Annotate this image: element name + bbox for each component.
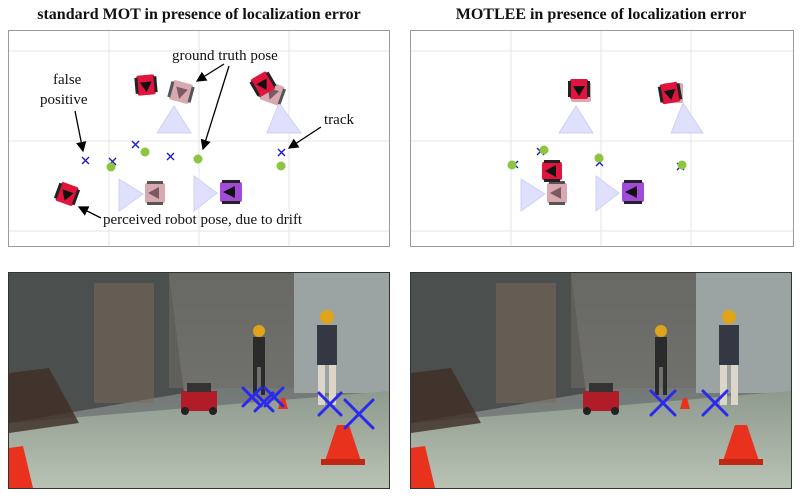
track-dot [539, 145, 549, 155]
track-dot [193, 154, 203, 164]
detection-x-marker [649, 389, 677, 417]
fov-cone [670, 101, 704, 134]
label-perceived-pose: perceived robot pose, due to drift [103, 212, 303, 228]
camera-scene-right [411, 273, 791, 488]
arrow-ground-truth-2 [200, 65, 230, 151]
perceived-robot [657, 81, 683, 105]
traffic-cone [680, 398, 690, 409]
traffic-cone [411, 446, 435, 488]
label-track: track [324, 112, 354, 128]
tracks [106, 147, 286, 172]
fov-cone [193, 175, 218, 213]
person [719, 310, 739, 405]
traffic-cone [9, 446, 33, 488]
perceived-robot [542, 160, 562, 182]
panel-title-right: MOTLEE in presence of localization error [455, 6, 747, 23]
arrow-perceived-pose [77, 206, 102, 219]
label-ground-truth-pose: ground truth pose [172, 48, 278, 64]
tracks [507, 145, 687, 170]
ground-truth-robot [547, 181, 567, 205]
traffic-cone [278, 398, 288, 409]
fov-cone [156, 105, 192, 134]
fov-cone [558, 105, 594, 134]
detection-x-marker [343, 398, 375, 430]
arrow-false-positive [74, 110, 87, 153]
label-false-positive-line2: positive [40, 92, 88, 108]
diagram-panel-motlee [410, 30, 794, 247]
person [655, 325, 667, 395]
detection-x-marker [277, 148, 286, 157]
detection-x-marker [317, 391, 343, 417]
track-dot [276, 161, 286, 171]
camera-image-motlee [410, 272, 792, 489]
perceived-robot [249, 71, 277, 97]
track-dot [106, 162, 116, 172]
detection-x-marker [166, 152, 175, 161]
detection-x-marker [701, 389, 729, 417]
grid [9, 31, 389, 246]
fov-cones [520, 101, 704, 213]
image-detections [649, 389, 729, 417]
track-dot [594, 153, 604, 163]
detection-x-marker [263, 386, 285, 408]
panel-title-left: standard MOT in presence of localization… [37, 6, 361, 23]
arrow-track [287, 126, 322, 149]
fov-cone [118, 178, 144, 212]
detections [81, 140, 286, 166]
diagram-canvas-right [411, 31, 793, 246]
robot [583, 383, 619, 415]
robot [181, 383, 217, 415]
observer-robot [220, 180, 242, 204]
diagram-panel-standard-mot: false positive ground truth pose track p… [8, 30, 390, 247]
grid [411, 31, 793, 246]
arrow-ground-truth-1 [195, 63, 225, 82]
fov-cone [266, 101, 302, 134]
annotation-arrows [74, 63, 322, 219]
image-detections [241, 386, 375, 430]
detection-x-marker [131, 140, 140, 149]
fov-cone [595, 175, 620, 213]
observer-robot [622, 180, 644, 204]
perceived-robot [134, 74, 158, 96]
detection-x-marker [253, 391, 275, 413]
person [317, 310, 337, 405]
detection-x-marker [241, 386, 263, 408]
track-dot [677, 160, 687, 170]
track-dot [140, 147, 150, 157]
track-dot [507, 160, 517, 170]
fov-cone [520, 178, 546, 212]
person [253, 325, 265, 395]
traffic-cone [325, 425, 361, 461]
perceived-robot [568, 79, 590, 99]
camera-image-standard-mot [8, 272, 390, 489]
ground-truth-robot [167, 80, 195, 104]
diagram-canvas-left [9, 31, 389, 246]
traffic-cone [723, 425, 759, 461]
label-false-positive-line1: false [53, 72, 82, 88]
camera-scene-left [9, 273, 389, 488]
fov-cones [118, 101, 302, 213]
perceived-robot [53, 182, 81, 206]
ground-truth-robot [145, 181, 165, 205]
detection-x-marker [81, 156, 90, 165]
